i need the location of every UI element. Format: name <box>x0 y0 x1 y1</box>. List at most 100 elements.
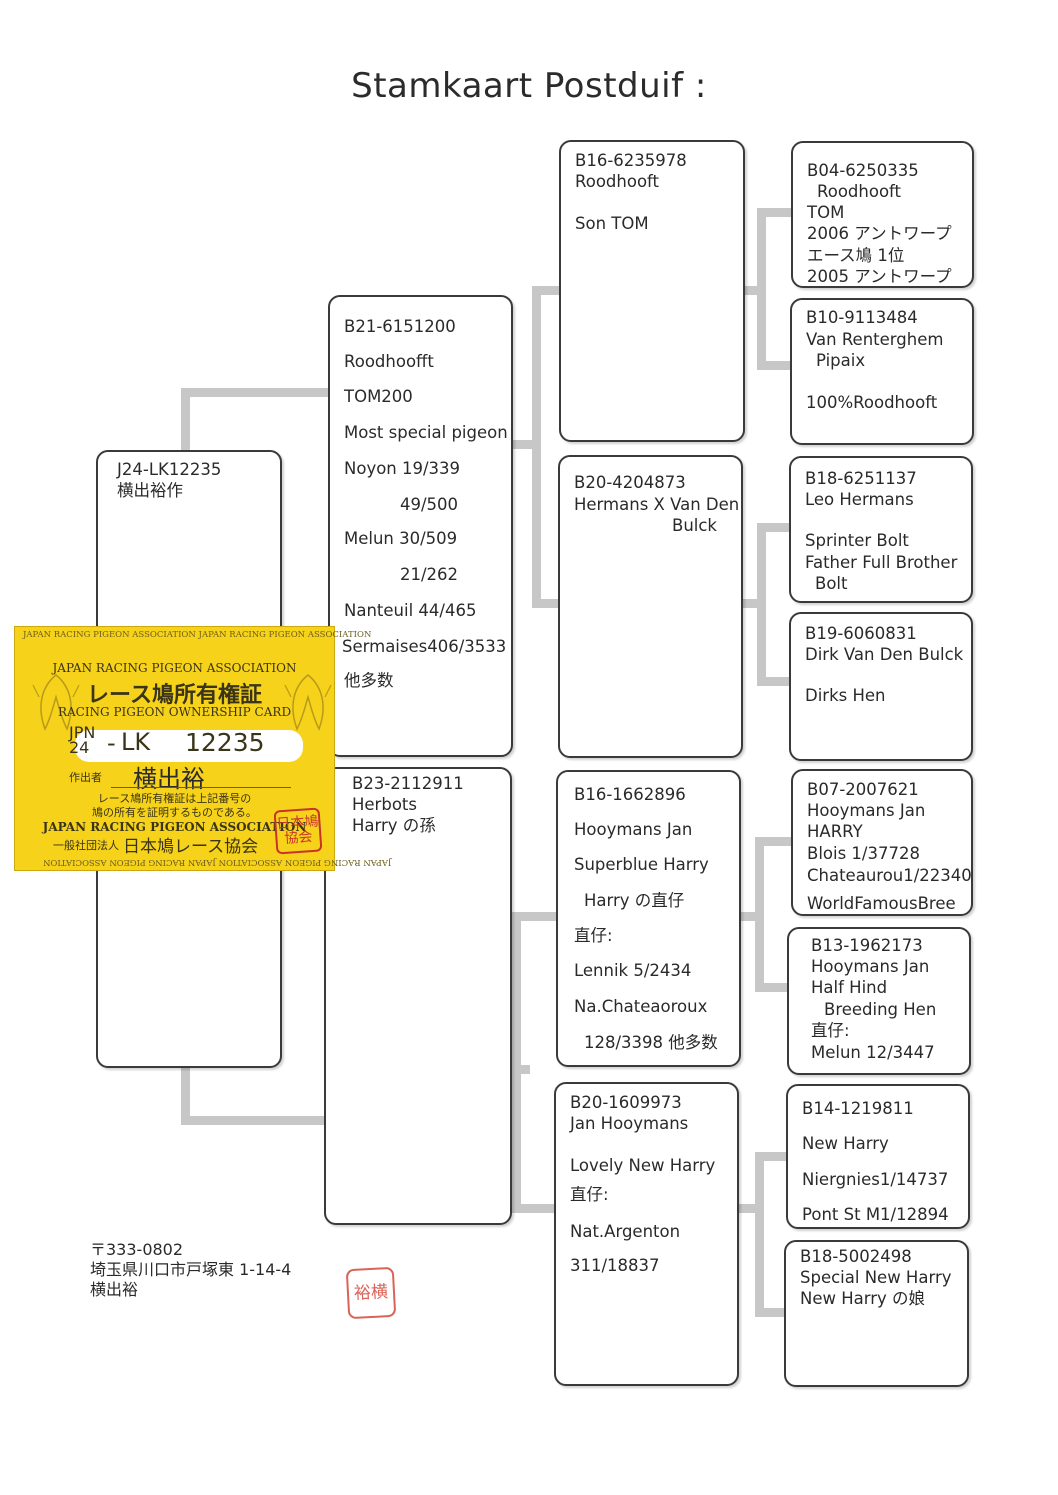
dam-line: Herbots <box>352 795 417 814</box>
sds-line: Bolt <box>815 574 848 593</box>
pigeon-box-ssd: B10-9113484 Van Renterghem Pipaix 100%Ro… <box>790 298 974 445</box>
card-signature-line <box>111 787 291 788</box>
card-note-1: レース鳩所有権証は上記番号の <box>97 792 252 805</box>
connector-dam-ds <box>512 912 558 921</box>
ssd-line: Pipaix <box>816 351 866 370</box>
sdd-line: Dirk Van Den Bulck <box>805 645 964 664</box>
pigeon-box-sire: B21-6151200 Roodhoofft TOM200 Most speci… <box>328 295 513 757</box>
dsd-line: B13-1962173 <box>811 936 923 955</box>
card-jpn: JPN <box>69 723 96 742</box>
sdd-line: Dirks Hen <box>805 686 886 705</box>
card-issuer-en: JAPAN RACING PIGEON ASSOCIATION <box>42 820 307 834</box>
sire-line: 他多数 <box>344 671 394 690</box>
pigeon-box-dam-dam: B20-1609973 Jan Hooymans Lovely New Harr… <box>554 1082 739 1386</box>
dsd-line: 直仔: <box>811 1021 850 1040</box>
owner-name: 横出裕 <box>90 1280 139 1299</box>
dds-line: Niergnies1/14737 <box>802 1170 949 1189</box>
ds-line: Superblue Harry <box>574 855 709 874</box>
ds-line: 128/3398 他多数 <box>584 1033 718 1052</box>
sire-line: Nanteuil 44/465 <box>344 601 477 620</box>
dss-line: HARRY <box>807 822 863 841</box>
connector-ss-vertical <box>757 208 766 370</box>
ss-line: Son TOM <box>575 214 649 233</box>
dd-line: Nat.Argenton <box>570 1222 681 1241</box>
card-number: 12235 <box>185 728 265 757</box>
sire-line: 49/500 <box>400 495 459 514</box>
connector-sire-stub <box>512 440 532 449</box>
page-title: Stamkaart Postduif : <box>351 66 707 106</box>
connector-sd-vertical <box>757 523 766 686</box>
connector-sire-vertical <box>532 286 541 608</box>
ddd-line: New Harry の娘 <box>800 1289 926 1308</box>
connector-sd-sdd <box>757 677 793 686</box>
sss-line: TOM <box>807 203 845 222</box>
sire-line: Roodhoofft <box>344 352 434 371</box>
connector-dd-ddd <box>755 1308 785 1317</box>
subject-breeder: 横出裕作 <box>117 481 183 500</box>
ddd-line: B18-5002498 <box>800 1247 912 1266</box>
card-owner-label: 作出者 <box>69 771 102 784</box>
sds-line: B18-6251137 <box>805 469 917 488</box>
dss-line: Hooymans Jan <box>807 801 926 820</box>
connector-ds-stub <box>741 912 755 921</box>
sd-line: Bulck <box>672 516 717 535</box>
ds-line: Hooymans Jan <box>574 820 693 839</box>
connector-root-dam <box>181 1116 326 1125</box>
sire-line: Sermaises406/3533 <box>342 637 507 656</box>
pigeon-box-dsd: B13-1962173 Hooymans Jan Half Hind Breed… <box>787 927 971 1075</box>
card-note-2: 鳩の所有を証明するものである。 <box>92 806 257 819</box>
dd-line: B20-1609973 <box>570 1093 682 1112</box>
sire-line: Noyon 19/339 <box>344 459 461 478</box>
connector-sire-ss <box>532 286 560 295</box>
card-issuer-jp: 日本鳩レース協会 <box>123 837 259 857</box>
dsd-line: Hooymans Jan <box>811 957 930 976</box>
sdd-line: B19-6060831 <box>805 624 917 643</box>
sss-line: エース鳩 1位 <box>807 246 905 265</box>
dss-line: Blois 1/37728 <box>807 844 920 863</box>
subject-ring: J24-LK12235 <box>117 460 222 479</box>
eagle-emblem-left-icon <box>32 674 80 731</box>
dsd-line: Breeding Hen <box>824 1000 937 1019</box>
connector-ds-dsd <box>755 983 787 992</box>
dd-line: Jan Hooymans <box>570 1114 689 1133</box>
owner-address: 〒333-0802 埼玉県川口市戸塚東 1-14-4 横出裕 <box>90 1240 291 1300</box>
sire-line: TOM200 <box>344 387 413 406</box>
card-code: LK <box>121 728 151 756</box>
dsd-line: Half Hind <box>811 978 888 997</box>
dd-line: 直仔: <box>570 1185 609 1204</box>
ssd-line: B10-9113484 <box>806 308 918 327</box>
street-address: 埼玉県川口市戸塚東 1-14-4 <box>90 1260 292 1279</box>
connector-ds-vertical <box>755 837 764 992</box>
connector-dam-vertical <box>512 912 521 1212</box>
ds-line: Na.Chateaoroux <box>574 997 708 1016</box>
card-year: 24 <box>69 738 90 758</box>
dds-line: New Harry <box>802 1134 889 1153</box>
card-border-text-top: JAPAN RACING PIGEON ASSOCIATION JAPAN RA… <box>23 630 372 640</box>
dss-line: Chateaurou1/22340 <box>807 866 972 885</box>
connector-dd-stub <box>739 1204 755 1213</box>
connector-dd-dds <box>755 1152 787 1161</box>
eagle-emblem-right-icon <box>284 674 332 731</box>
card-dash: - <box>107 729 116 757</box>
connector-ss-sss <box>757 208 793 217</box>
dss-line: WorldFamousBree <box>807 894 956 913</box>
connector-ds-dss <box>755 837 791 846</box>
dam-line: B23-2112911 <box>352 774 464 793</box>
sss-line: Roodhooft <box>817 182 902 201</box>
ssd-line: 100%Roodhooft <box>806 393 938 412</box>
sss-line: 2006 アントワープ <box>807 224 952 243</box>
pigeon-box-dds: B14-1219811 New Harry Niergnies1/14737 P… <box>786 1084 970 1229</box>
connector-root-vertical-2 <box>181 1065 190 1125</box>
sds-line: Father Full Brother <box>805 553 958 572</box>
sds-line: Sprinter Bolt <box>805 531 909 550</box>
ds-line: Harry の直仔 <box>584 891 685 910</box>
sire-line: Most special pigeon <box>344 423 508 442</box>
sd-line: B20-4204873 <box>574 473 686 492</box>
dds-line: Pont St M1/12894 <box>802 1205 949 1224</box>
card-title-en: RACING PIGEON OWNERSHIP CARD <box>57 705 292 719</box>
postal-code: 〒333-0802 <box>90 1240 184 1259</box>
card-org-en: JAPAN RACING PIGEON ASSOCIATION <box>52 661 297 675</box>
pigeon-box-dam-sire: B16-1662896 Hooymans Jan Superblue Harry… <box>556 770 741 1067</box>
connector-dam-dd <box>512 1204 556 1213</box>
pigeon-box-sdd: B19-6060831 Dirk Van Den Bulck Dirks Hen <box>789 612 973 761</box>
